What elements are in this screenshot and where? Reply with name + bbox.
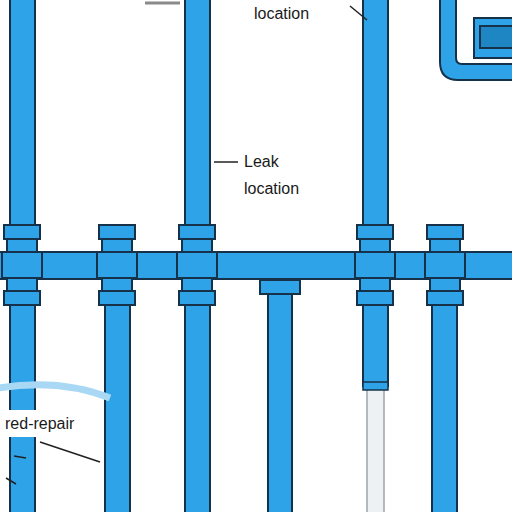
leader-line bbox=[214, 161, 238, 163]
drop-pipe bbox=[268, 292, 292, 512]
leader-line bbox=[6, 478, 16, 484]
tee-fitting bbox=[260, 280, 300, 294]
label-text: location bbox=[252, 0, 311, 27]
riser-pipe bbox=[363, 0, 388, 386]
label-text: red-repair bbox=[3, 410, 76, 437]
callout-bubble bbox=[0, 385, 110, 398]
valve-handle bbox=[480, 26, 512, 48]
leader-line bbox=[40, 442, 100, 462]
label-text: Leak location bbox=[242, 148, 318, 202]
repair-pipe bbox=[367, 388, 384, 512]
elbow-pipe bbox=[440, 0, 512, 80]
repair-coupling bbox=[363, 382, 388, 390]
leader-line bbox=[350, 6, 367, 20]
valve-body bbox=[474, 18, 512, 58]
pipe-stub bbox=[145, 2, 180, 5]
leader-line bbox=[14, 456, 26, 458]
